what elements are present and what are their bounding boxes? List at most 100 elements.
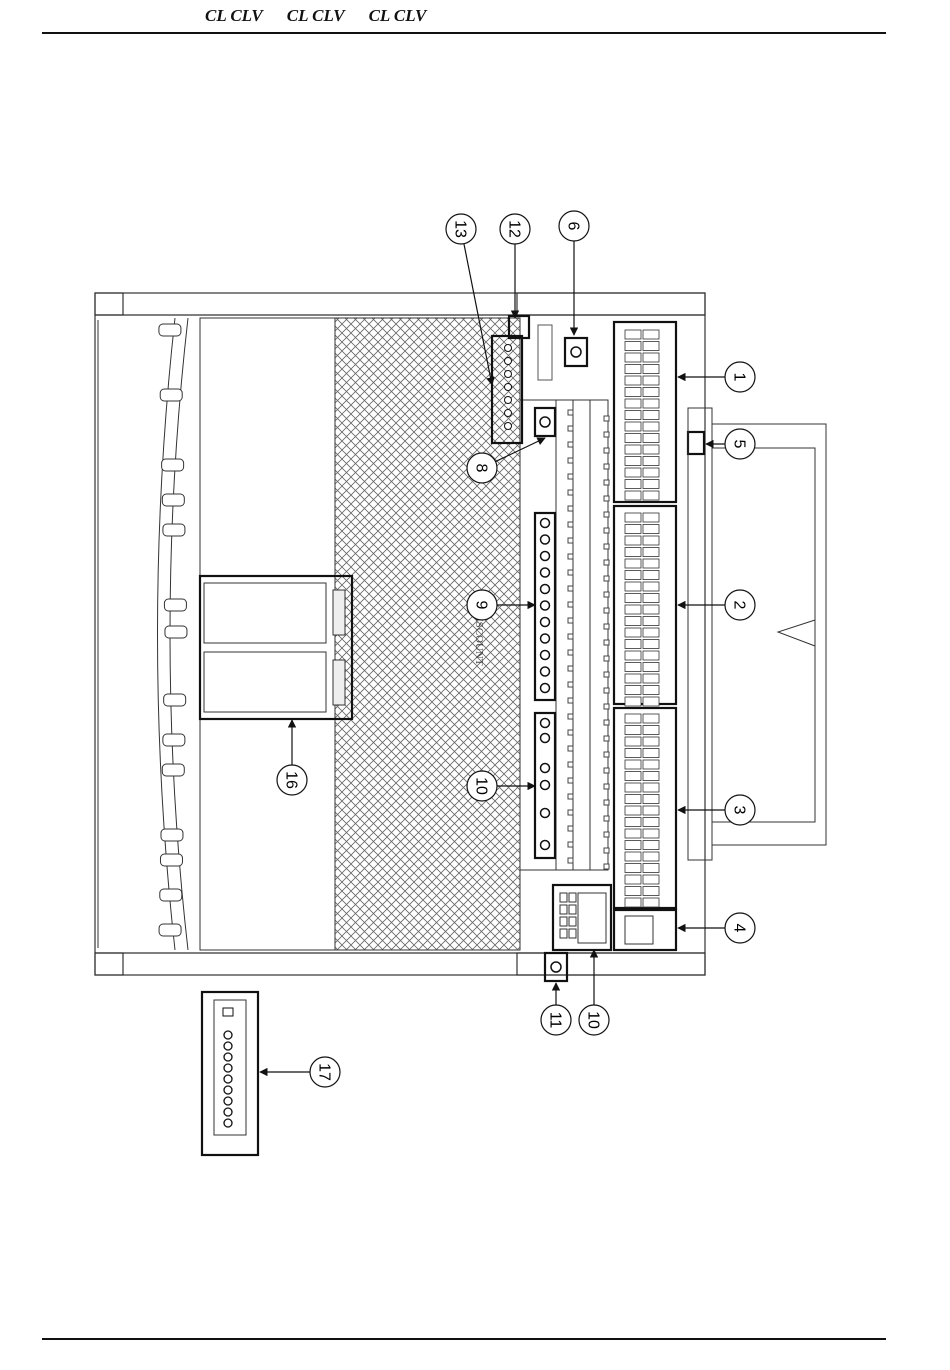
pedal-key — [159, 324, 181, 336]
toe-piston — [541, 781, 550, 790]
stop-tab — [643, 818, 659, 827]
stop-tab — [643, 829, 659, 838]
stop-tab — [643, 617, 659, 626]
rail-piston — [604, 640, 609, 645]
pedal-key — [164, 694, 186, 706]
callout-number: 5 — [731, 440, 748, 449]
rail-piston — [604, 528, 609, 533]
stop-tab — [643, 749, 659, 758]
callout-6: 6 — [559, 211, 589, 335]
panel-jack — [224, 1053, 232, 1061]
callout-3: 3 — [678, 795, 755, 825]
rail-piston — [568, 570, 573, 575]
stop-tab — [625, 457, 641, 466]
rail-piston — [568, 634, 573, 639]
stop-tab — [625, 852, 641, 861]
stop-tab — [643, 445, 659, 454]
stop-tab — [643, 491, 659, 500]
stop-tab — [643, 783, 659, 792]
stop-tab — [643, 353, 659, 362]
stop-tab — [625, 330, 641, 339]
side-connector-panel — [202, 992, 258, 1155]
stop-tab — [625, 445, 641, 454]
general-piston — [541, 618, 550, 627]
stop-tab — [625, 772, 641, 781]
stop-tab — [625, 536, 641, 545]
pedal-key — [160, 889, 182, 901]
pedal-key — [160, 854, 182, 866]
keypad-button — [560, 917, 567, 926]
callout-number: 17 — [316, 1063, 333, 1081]
stop-tab — [625, 388, 641, 397]
panel-jack — [224, 1097, 232, 1105]
stop-tab — [643, 594, 659, 603]
rail-piston — [604, 720, 609, 725]
rail-piston — [568, 426, 573, 431]
general-piston — [541, 568, 550, 577]
general-piston — [541, 601, 550, 610]
panel-jack — [224, 1086, 232, 1094]
callout-number: 6 — [565, 222, 582, 231]
pedal-key — [160, 389, 182, 401]
callout-17: 17 — [260, 1057, 340, 1087]
panel-jack — [224, 1031, 232, 1039]
pedal-keys — [159, 324, 187, 936]
callout-16: 16 — [277, 720, 307, 795]
stop-tab — [625, 513, 641, 522]
stop-tab — [643, 513, 659, 522]
general-piston — [541, 667, 550, 676]
stop-tab — [643, 714, 659, 723]
stop-tab — [625, 697, 641, 706]
rail-piston — [604, 768, 609, 773]
stop-tab — [625, 353, 641, 362]
stop-tab — [643, 342, 659, 351]
rail-piston — [568, 762, 573, 767]
stop-tab — [625, 829, 641, 838]
stop-tab — [643, 864, 659, 873]
stop-tab — [625, 342, 641, 351]
toe-piston — [541, 764, 550, 773]
rail-piston — [604, 800, 609, 805]
callout-4: 4 — [678, 913, 755, 943]
stop-tab — [625, 875, 641, 884]
stop-tab — [643, 887, 659, 896]
rail-piston — [568, 410, 573, 415]
panel-jack — [224, 1108, 232, 1116]
stop-tab — [625, 571, 641, 580]
keypad-button — [560, 893, 567, 902]
stop-tab — [625, 686, 641, 695]
callout-number: 12 — [506, 220, 523, 238]
keypad-button — [569, 905, 576, 914]
stop-tab — [643, 875, 659, 884]
stop-tab — [643, 772, 659, 781]
rail-piston — [604, 432, 609, 437]
callout-1: 1 — [678, 362, 755, 392]
connector-jack — [505, 345, 512, 352]
keypad-button — [569, 917, 576, 926]
pedal-key — [161, 829, 183, 841]
stop-tab — [643, 422, 659, 431]
general-piston — [541, 634, 550, 643]
stop-tab — [643, 468, 659, 477]
callout-number: 2 — [731, 601, 748, 610]
keypad-button — [560, 905, 567, 914]
stop-tab — [643, 852, 659, 861]
stop-tab — [643, 640, 659, 649]
stop-tab — [625, 674, 641, 683]
stop-tab — [625, 783, 641, 792]
stop-tab — [625, 887, 641, 896]
rail-piston — [604, 544, 609, 549]
rail-piston — [604, 864, 609, 869]
stop-tab — [625, 548, 641, 557]
general-piston — [541, 651, 550, 660]
callout-11: 11 — [541, 983, 571, 1035]
stop-tab — [643, 434, 659, 443]
stop-tab — [643, 559, 659, 568]
stop-tab — [643, 457, 659, 466]
stop-tab — [643, 376, 659, 385]
stop-tab — [643, 605, 659, 614]
connector-jack — [505, 358, 512, 365]
stop-tab — [643, 365, 659, 374]
rail-piston — [568, 442, 573, 447]
